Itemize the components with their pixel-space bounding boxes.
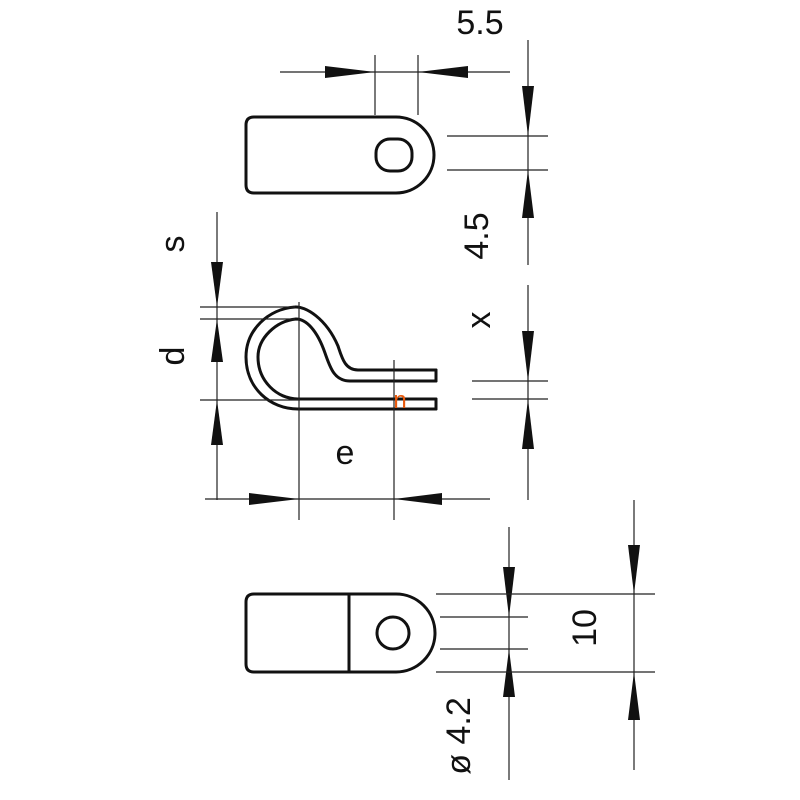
- arrow-up: [628, 672, 640, 720]
- clip-outer-contour: [244, 305, 438, 411]
- top-view-slot: [374, 137, 414, 173]
- diameter-dimension: d: [154, 319, 300, 500]
- hole-diameter-label: ø 4.2: [440, 697, 478, 774]
- slot-height-label: 4.5: [458, 212, 496, 259]
- top-view-outline: [244, 115, 436, 195]
- top-view: [244, 115, 436, 195]
- marker-label: n: [393, 387, 406, 414]
- thickness-dimension: s: [154, 212, 295, 330]
- clip-inner-contour: [256, 317, 438, 401]
- arrow-down: [522, 86, 534, 136]
- arrow-down: [522, 331, 534, 381]
- bottom-view: [244, 592, 437, 674]
- diameter-label: d: [154, 347, 192, 366]
- arrow-up: [522, 170, 534, 218]
- bottom-view-hole: [375, 615, 411, 651]
- gap-label: x: [460, 312, 498, 329]
- arrow-up: [522, 399, 534, 449]
- arrow-up: [211, 319, 223, 362]
- arrow-right: [325, 66, 375, 78]
- arrow-down: [628, 545, 640, 594]
- top-width-label: 5.5: [456, 4, 503, 42]
- hole-diameter-dimension: ø 4.2: [440, 527, 528, 780]
- arrow-down: [503, 567, 515, 617]
- top-width-dimension: 5.5: [280, 4, 510, 115]
- arrow-up: [503, 649, 515, 697]
- arrow-left: [394, 493, 442, 505]
- arrow-down: [211, 262, 223, 307]
- arrow-left: [418, 66, 468, 78]
- center-distance-dimension: e: [205, 434, 490, 505]
- arrow-up-lower: [211, 400, 223, 445]
- height-label: 10: [566, 609, 604, 647]
- arrow-right: [249, 493, 299, 505]
- slot-height-dimension: 4.5: [447, 40, 548, 265]
- gap-dimension: x: [460, 285, 548, 500]
- bottom-view-outline: [244, 592, 437, 674]
- center-distance-label: e: [336, 434, 355, 472]
- height-dimension: 10: [436, 500, 655, 770]
- thickness-label: s: [154, 236, 192, 253]
- side-view: n: [244, 302, 438, 520]
